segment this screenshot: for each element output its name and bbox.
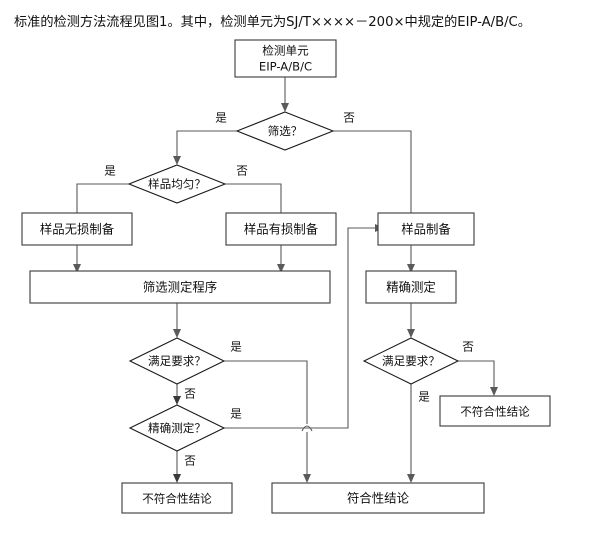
node-precise-question-label: 精确测定？ — [148, 421, 206, 435]
node-precise-question[interactable]: 精确测定？ — [128, 404, 226, 452]
node-fail-conclusion-right[interactable]: 不符合性结论 — [439, 395, 551, 427]
edge-preciseq-yes-to-prepsample — [224, 227, 378, 429]
node-prep-destructive[interactable]: 样品有损制备 — [225, 212, 337, 246]
node-meet-requirement-right[interactable]: 满足要求？ — [362, 337, 460, 385]
node-prep-nondestructive-box[interactable] — [21, 212, 133, 246]
arrowhead-meetright-no — [490, 387, 498, 396]
edge-meetright-no-to-failright — [458, 360, 495, 390]
node-fail-conclusion-left-label: 不符合性结论 — [142, 492, 212, 506]
arrowhead-start-to-screen — [281, 103, 289, 112]
node-fail-conclusion-left[interactable]: 不符合性结论 — [121, 482, 233, 514]
arrowhead-screenproc-to-meetleft — [173, 329, 181, 338]
node-screen-question-shape[interactable] — [235, 111, 335, 151]
node-meet-requirement-left-label: 满足要求？ — [148, 354, 206, 368]
edge-screen-no-to-prepsample — [333, 130, 412, 218]
node-screening-procedure[interactable]: 筛选测定程序 — [29, 270, 331, 304]
edge-label-screen-yes: 是 — [215, 111, 227, 125]
node-start[interactable]: 检测单元 EIP-A/B/C — [234, 39, 337, 78]
arrowhead-meetleft-no — [173, 396, 181, 405]
arrowhead-meetleft-yes-to-pass — [303, 474, 311, 483]
edge-meetleft-yes-to-pass — [224, 360, 308, 477]
arrowhead-meetright-yes-to-pass — [407, 474, 415, 483]
arrowhead-preciseq-no — [173, 474, 181, 483]
node-start-label-line2: EIP-A/B/C — [259, 60, 312, 74]
node-precise-question-shape[interactable] — [128, 404, 226, 452]
arrowhead-precisemeas-to-meetright — [407, 329, 415, 338]
node-meet-requirement-right-label: 满足要求？ — [382, 354, 440, 368]
node-screening-procedure-label: 筛选测定程序 — [143, 280, 217, 295]
edge-uniform-yes-to-nondest — [76, 183, 129, 218]
node-screen-question-label: 筛选？ — [268, 124, 303, 138]
arrowhead-screen-yes — [173, 156, 181, 165]
node-start-label-line1: 检测单元 — [262, 44, 309, 58]
page-caption: 标准的检测方法流程见图1。其中，检测单元为SJ/T××××－200×中规定的EI… — [14, 15, 531, 30]
node-fail-conclusion-left-box[interactable] — [121, 482, 233, 514]
node-uniform-question[interactable]: 样品均匀？ — [127, 164, 227, 204]
edge-uniform-no-to-dest — [225, 183, 282, 218]
node-pass-conclusion[interactable]: 符合性结论 — [271, 482, 485, 514]
node-meet-requirement-left[interactable]: 满足要求？ — [128, 337, 226, 385]
node-precise-measurement-label: 精确测定 — [386, 280, 436, 295]
node-prep-destructive-label: 样品有损制备 — [244, 222, 319, 237]
edge-label-meetleft-no: 否 — [184, 387, 196, 401]
node-prep-nondestructive-label: 样品无损制备 — [40, 222, 115, 237]
node-meet-requirement-left-shape[interactable] — [128, 337, 226, 385]
node-fail-conclusion-right-box[interactable] — [439, 395, 551, 427]
edge-label-preciseq-yes: 是 — [230, 407, 242, 421]
arrowhead-dest-to-screenproc — [277, 264, 285, 273]
node-uniform-question-shape[interactable] — [127, 164, 227, 204]
node-screening-procedure-box[interactable] — [29, 270, 331, 304]
node-pass-conclusion-box[interactable] — [271, 482, 485, 514]
edge-label-meetleft-yes: 是 — [230, 340, 242, 354]
node-start-box[interactable] — [234, 39, 337, 78]
node-prep-destructive-box[interactable] — [225, 212, 337, 246]
node-pass-conclusion-label: 符合性结论 — [347, 491, 410, 506]
edge-label-meetright-no: 否 — [462, 340, 474, 354]
edge-label-screen-no: 否 — [343, 111, 355, 125]
arrowhead-nondest-to-screenproc — [73, 264, 81, 273]
node-prep-sample-box[interactable] — [377, 212, 475, 246]
edge-label-meetright-yes: 是 — [418, 390, 430, 404]
node-precise-measurement-box[interactable] — [365, 270, 457, 304]
node-prep-sample[interactable]: 样品制备 — [377, 212, 475, 246]
edge-label-preciseq-no: 否 — [184, 454, 196, 468]
edge-label-uniform-yes: 是 — [104, 164, 116, 178]
edge-screen-yes-to-uniform — [176, 130, 237, 159]
arrowhead-prepsample-to-precisemeas — [407, 264, 415, 273]
node-uniform-question-label: 样品均匀？ — [148, 177, 206, 191]
edge-jump-arc — [301, 425, 313, 432]
node-prep-nondestructive[interactable]: 样品无损制备 — [21, 212, 133, 246]
edge-label-uniform-no: 否 — [236, 164, 248, 178]
node-precise-measurement[interactable]: 精确测定 — [365, 270, 457, 304]
node-screen-question[interactable]: 筛选？ — [235, 111, 335, 151]
node-fail-conclusion-right-label: 不符合性结论 — [460, 405, 530, 419]
node-prep-sample-label: 样品制备 — [401, 222, 451, 237]
node-meet-requirement-right-shape[interactable] — [362, 337, 460, 385]
